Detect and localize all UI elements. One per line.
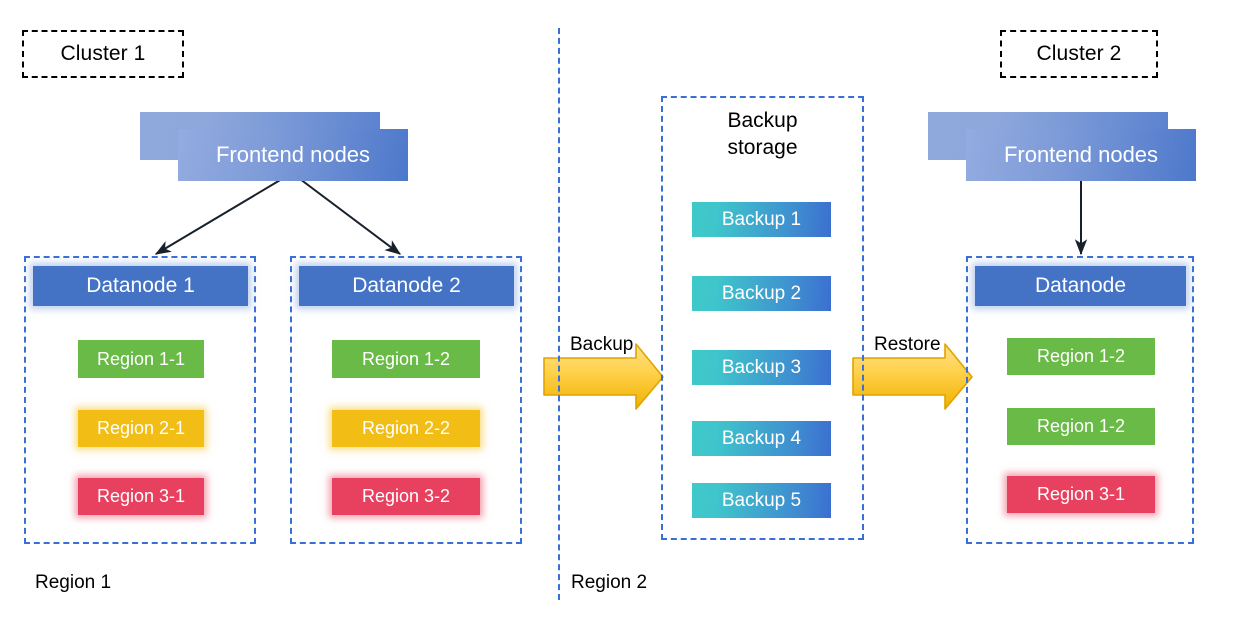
cluster2-frontend-label: Frontend nodes [1003,142,1159,167]
backup-flow-label: Backup [570,334,633,356]
cluster2-title-label: Cluster 2 [1036,42,1122,65]
datanode2-title: Datanode 2 [352,274,461,297]
backup-item-2[interactable]: Backup 2 [692,276,831,311]
datanode1-title: Datanode 1 [86,274,195,297]
datanode1-region-1[interactable]: Region 1-1 [78,340,204,378]
cluster2-datanode-region-2[interactable]: Region 1-2 [1007,408,1155,445]
region-label: Region 1-2 [1036,416,1126,436]
arrow-frontend-to-datanode1 [154,172,293,255]
datanode1-panel [24,256,256,544]
frontend-card-front: Frontend nodes [966,129,1196,181]
region1-footer-label: Region 1 [35,572,111,594]
backup-item-label: Backup 1 [721,208,802,230]
region2-footer-label: Region 2 [571,572,647,594]
cluster2-datanode-region-3[interactable]: Region 3-1 [1007,476,1155,513]
region-label: Region 3-2 [361,486,451,506]
restore-flow-text: Restore [874,334,941,355]
backup-item-label: Backup 2 [721,282,802,304]
datanode2-header[interactable]: Datanode 2 [299,266,514,306]
cluster1-frontend-label: Frontend nodes [215,142,371,167]
backup-storage-title-line1: Backup [727,109,798,132]
datanode1-region-2[interactable]: Region 2-1 [78,410,204,447]
region-label: Region 1-1 [96,348,186,369]
backup-item-label: Backup 3 [721,356,802,378]
region-label: Region 3-1 [96,486,186,506]
cluster1-title-chip: Cluster 1 [22,30,184,78]
region1-footer-text: Region 1 [35,572,112,593]
cluster2-frontend-nodes[interactable]: Frontend nodes [928,112,1196,181]
frontend-card-front: Frontend nodes [178,129,408,181]
arrow-frontend-to-datanode2 [291,172,401,255]
cluster2-datanode-title: Datanode [1034,274,1127,297]
datanode1-header[interactable]: Datanode 1 [33,266,248,306]
backup-storage-title: Backup storage [661,108,864,162]
backup-item-label: Backup 5 [721,489,802,511]
datanode2-region-2[interactable]: Region 2-2 [332,410,480,447]
cluster2-datanode-panel [966,256,1194,544]
cluster2-title-chip: Cluster 2 [1000,30,1158,78]
backup-flow-text: Backup [570,334,634,355]
cluster2-datanode-region-1[interactable]: Region 1-2 [1007,338,1155,375]
backup-item-5[interactable]: Backup 5 [692,483,831,518]
backup-storage-title-line2: storage [727,135,798,159]
backup-item-label: Backup 4 [721,427,802,449]
datanode2-region-1[interactable]: Region 1-2 [332,340,480,378]
region-label: Region 3-1 [1036,484,1126,504]
region-divider-line [558,28,560,600]
datanode2-panel [290,256,522,544]
cluster1-title-label: Cluster 1 [60,42,146,65]
region-label: Region 1-2 [361,348,451,369]
region-label: Region 2-2 [361,418,451,438]
cluster1-frontend-nodes[interactable]: Frontend nodes [140,112,408,181]
datanode1-region-3[interactable]: Region 3-1 [78,478,204,515]
region-label: Region 1-2 [1036,346,1126,366]
backup-item-4[interactable]: Backup 4 [692,421,831,456]
restore-flow-label: Restore [874,334,941,356]
cluster2-datanode-header[interactable]: Datanode [975,266,1186,306]
backup-item-1[interactable]: Backup 1 [692,202,831,237]
region-label: Region 2-1 [96,418,186,438]
region2-footer-text: Region 2 [571,572,648,593]
backup-item-3[interactable]: Backup 3 [692,350,831,385]
backup-storage-panel [661,96,864,540]
datanode2-region-3[interactable]: Region 3-2 [332,478,480,515]
